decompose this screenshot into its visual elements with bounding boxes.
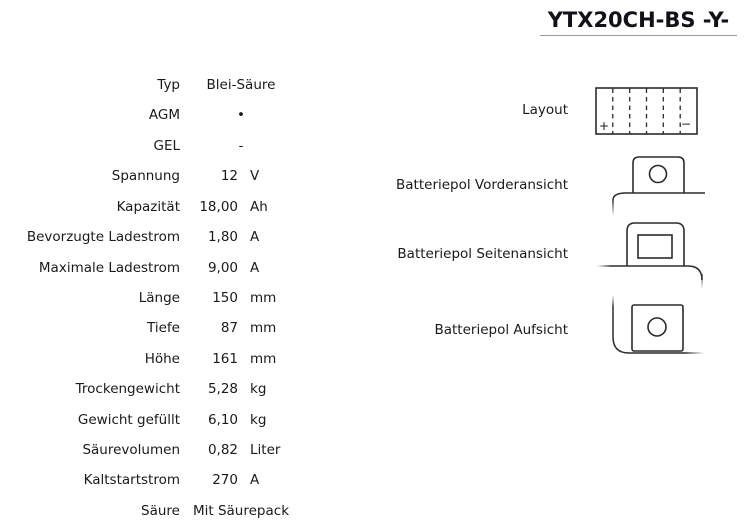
- spec-label: Maximale Ladestrom: [38, 259, 180, 276]
- spec-unit: A: [250, 259, 260, 276]
- battery-layout-diagram: + −: [595, 87, 698, 135]
- spec-value: 270: [212, 472, 238, 489]
- spec-value: 87: [220, 320, 238, 337]
- terminal-top-view-diagram: [612, 295, 704, 354]
- side-view-label: Batteriepol Seitenansicht: [397, 246, 568, 262]
- spec-value: 150: [212, 289, 238, 306]
- spec-value: -: [238, 137, 244, 154]
- plus-terminal-sign: +: [599, 119, 609, 133]
- terminal-front-view-diagram: [612, 156, 705, 216]
- spec-value: 161: [212, 350, 238, 367]
- spec-row-hoehe: Höhe 161 mm: [0, 344, 330, 374]
- spec-row-kapazitaet: Kapazität 18,00 Ah: [0, 191, 330, 221]
- spec-label: Gewicht gefüllt: [77, 411, 180, 428]
- battery-top-edge-line: [610, 265, 703, 281]
- battery-corner-line: [612, 306, 686, 354]
- spec-label: Säure: [141, 502, 180, 519]
- spec-unit: mm: [250, 289, 277, 306]
- spec-value: 1,80: [207, 229, 238, 246]
- spec-row-maximale-ladestrom: Maximale Ladestrom 9,00 A: [0, 252, 330, 282]
- terminal-outline: [626, 222, 685, 266]
- front-view-label: Batteriepol Vorderansicht: [396, 177, 568, 193]
- spec-value: Blei-Säure: [206, 77, 276, 93]
- battery-cells-box: [595, 87, 698, 135]
- page-title: YTX20CH-BS -Y-: [540, 8, 737, 36]
- terminal-outline: [631, 304, 684, 352]
- spec-row-bevorzugte-ladestrom: Bevorzugte Ladestrom 1,80 A: [0, 222, 330, 252]
- spec-unit: Ah: [250, 198, 268, 215]
- spec-row-tiefe: Tiefe 87 mm: [0, 313, 330, 343]
- spec-value: 6,10: [207, 411, 238, 428]
- spec-unit: Liter: [250, 442, 281, 459]
- spec-row-spannung: Spannung 12 V: [0, 161, 330, 191]
- spec-label: Bevorzugte Ladestrom: [26, 229, 180, 246]
- spec-row-laenge: Länge 150 mm: [0, 283, 330, 313]
- spec-row-typ: Typ Blei-Säure: [0, 70, 330, 100]
- battery-top-edge-line: [612, 192, 705, 201]
- terminal-socket-square: [637, 234, 673, 259]
- spec-label: Tiefe: [147, 320, 180, 337]
- spec-label: Kaltstartstrom: [83, 472, 180, 489]
- spec-row-gewicht-gefuellt: Gewicht gefüllt 6,10 kg: [0, 404, 330, 434]
- spec-label: Länge: [138, 289, 180, 306]
- spec-value: 0,82: [207, 442, 238, 459]
- spec-value: 18,00: [199, 198, 238, 215]
- terminal-outline: [632, 156, 685, 193]
- spec-value: Mit Säurepack: [192, 502, 290, 519]
- spec-label: Säurevolumen: [82, 442, 180, 459]
- spec-label: GEL: [153, 137, 180, 154]
- terminal-bolt-hole: [647, 317, 667, 337]
- cell-dividers: [612, 88, 681, 134]
- spec-row-kaltstartstrom: Kaltstartstrom 270 A: [0, 465, 330, 495]
- layout-label: Layout: [522, 102, 568, 118]
- spec-row-saeurevolumen: Säurevolumen 0,82 Liter: [0, 435, 330, 465]
- spec-unit: A: [250, 229, 260, 246]
- spec-row-saeure: Säure Mit Säurepack: [0, 496, 330, 526]
- spec-value: 9,00: [207, 259, 238, 276]
- spec-row-agm: AGM •: [0, 100, 330, 130]
- spec-label: AGM: [148, 107, 180, 124]
- spec-unit: mm: [250, 320, 277, 337]
- spec-row-trockengewicht: Trockengewicht 5,28 kg: [0, 374, 330, 404]
- spec-value: 12: [220, 168, 238, 185]
- spec-unit: kg: [250, 411, 267, 428]
- terminal-bolt-hole: [648, 164, 668, 184]
- spec-unit: A: [250, 472, 260, 489]
- spec-table: Typ Blei-Säure AGM • GEL - Spannung 12 V…: [0, 70, 330, 526]
- spec-unit: mm: [250, 350, 277, 367]
- spec-value: •: [237, 107, 245, 124]
- top-view-label: Batteriepol Aufsicht: [434, 322, 568, 338]
- spec-label: Höhe: [144, 350, 180, 367]
- minus-terminal-sign: −: [681, 117, 691, 131]
- spec-label: Spannung: [111, 168, 180, 185]
- spec-label: Trockengewicht: [75, 381, 180, 398]
- terminal-side-view-diagram: [597, 222, 703, 289]
- spec-label: Typ: [157, 77, 180, 93]
- spec-label: Kapazität: [116, 198, 180, 215]
- spec-value: 5,28: [207, 381, 238, 398]
- spec-unit: V: [250, 168, 260, 185]
- spec-unit: kg: [250, 381, 267, 398]
- spec-row-gel: GEL -: [0, 131, 330, 161]
